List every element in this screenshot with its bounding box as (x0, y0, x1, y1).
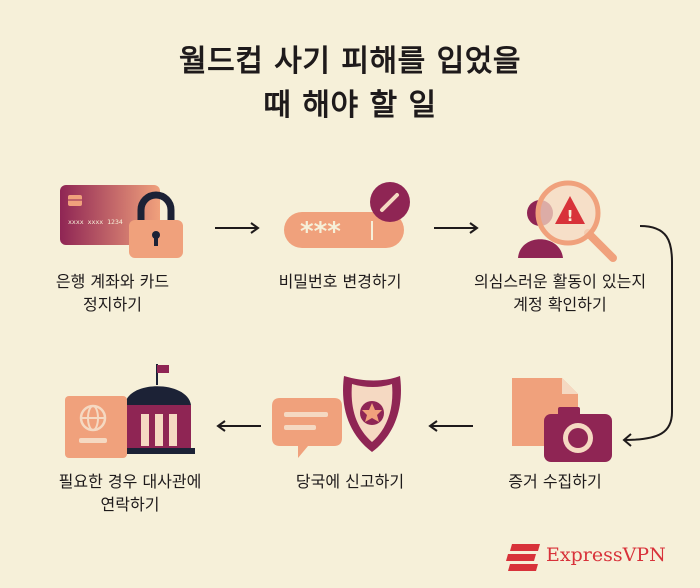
step-label-3: 의심스러운 활동이 있는지 계정 확인하기 (473, 272, 647, 314)
step-collect-evidence (510, 378, 620, 466)
step-label-2: 비밀번호 변경하기 (278, 272, 402, 291)
step-label-4: 증거 수집하기 (508, 472, 602, 491)
passport-embassy-icon (65, 364, 195, 458)
step-change-password: *** (282, 180, 422, 260)
alert-triangle (555, 196, 585, 224)
expressvpn-logo-icon (506, 544, 540, 571)
password-field-icon: *** (284, 182, 410, 248)
step-label-1: 은행 계좌와 카드 정지하기 (55, 272, 170, 314)
magnifier-alert-icon: ! (518, 180, 617, 262)
title-line-2: 때 해야 할 일 (263, 88, 437, 123)
arrow-right-2 (434, 222, 479, 234)
title-line-1: 월드컵 사기 피해를 입었을 (179, 44, 521, 79)
step-freeze-cards: xxxx xxxx 1234 (55, 180, 190, 260)
arrow-left-2 (216, 420, 261, 432)
expressvpn-logo: ExpressVPN (504, 538, 694, 574)
step-label-5: 당국에 신고하기 (295, 472, 405, 491)
arrow-left-1 (428, 420, 473, 432)
police-report-icon (272, 376, 401, 458)
alert-symbol: ! (567, 207, 574, 225)
step-check-accounts: ! (508, 178, 628, 263)
document-camera-icon (512, 378, 612, 462)
arrow-loop-down (622, 225, 673, 447)
step-contact-embassy (65, 360, 195, 460)
credit-card-lock-icon: xxxx xxxx 1234 (60, 185, 183, 258)
password-mask: *** (300, 217, 341, 247)
step-report-authorities (272, 370, 422, 460)
brand-name: ExpressVPN (546, 544, 666, 566)
card-number: xxxx xxxx 1234 (68, 218, 123, 226)
page-title: 월드컵 사기 피해를 입었을 때 해야 할 일 (0, 40, 700, 128)
arrow-right-1 (215, 222, 260, 234)
step-label-6: 필요한 경우 대사관에 연락하기 (58, 472, 202, 514)
